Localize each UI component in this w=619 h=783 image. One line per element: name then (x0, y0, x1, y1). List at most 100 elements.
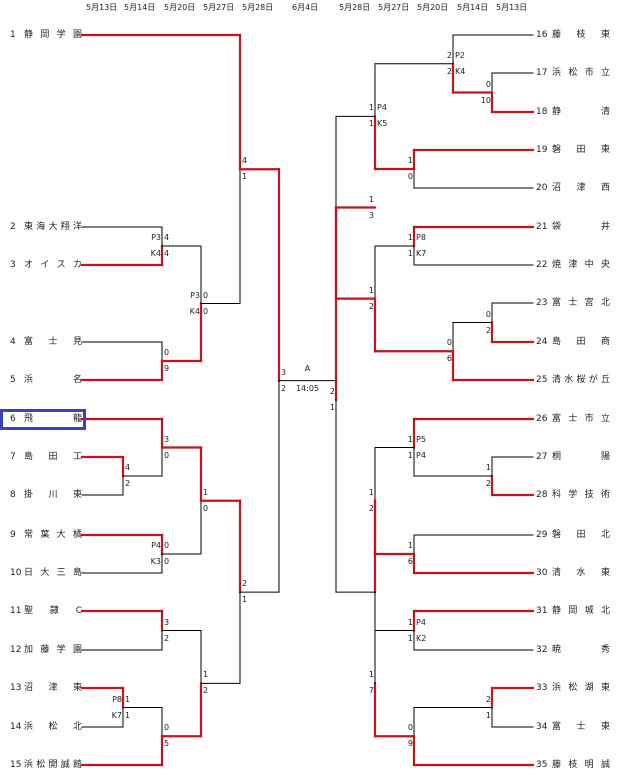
score-l_semi-top: 3 (281, 367, 287, 377)
team-number: 26 (536, 414, 548, 424)
score-r_33_35-bot: 9 (407, 739, 413, 749)
team-number: 11 (10, 606, 22, 616)
team-number: 29 (536, 530, 548, 540)
score-r_26_28-bot: 1 (407, 450, 413, 460)
score-r_27_28-top: 1 (485, 463, 491, 472)
team-name: オイスカ (24, 260, 82, 270)
score-l_13_15-top: 0 (164, 723, 170, 733)
score-r_21_25-top: 1 (368, 285, 374, 295)
team-number: 14 (10, 722, 22, 732)
team-right-28: 28 科学技術 (536, 488, 612, 502)
team-name: 清水東 (552, 568, 610, 578)
team-left-1: 1 静岡学園 (10, 28, 82, 42)
team-name: 浜松湖東 (552, 683, 610, 693)
score-l_6_15-top: 2 (242, 579, 248, 589)
score-r_33_34-top: 2 (485, 694, 491, 704)
team-number: 24 (536, 337, 548, 347)
team-name: 富士宮北 (552, 298, 610, 308)
score-r_16_18-pk-bot: K4 (455, 66, 466, 76)
score-l_4_5-top: 0 (164, 348, 170, 357)
team-name: 日大三島 (24, 568, 82, 578)
score-r_17_18-bot: 10 (480, 95, 491, 105)
score-r_semi-top: 2 (329, 386, 335, 396)
score-l_2_3-pk-bot: K4 (150, 249, 161, 258)
team-name: 藤枝東 (552, 30, 610, 40)
score-r_17_18-top: 0 (485, 79, 491, 89)
score-l_9_10-pk-top: P4 (151, 541, 161, 550)
score-l_13_15-bot: 5 (164, 739, 170, 749)
team-number: 1 (10, 30, 16, 40)
team-name: 静岡城北 (552, 606, 610, 616)
team-name: 科学技術 (552, 490, 610, 500)
score-r_semi-bot: 1 (329, 402, 335, 412)
team-name: 島田工 (24, 452, 82, 462)
final-time: 14:05 (295, 384, 320, 393)
date-right-r5: 5月28日 (339, 3, 371, 12)
team-name: 静岡学園 (24, 30, 82, 40)
score-r_26_30-top: 1 (368, 487, 374, 497)
score-r_21_22-pk-bot: K7 (416, 249, 427, 258)
team-name: 磐田東 (552, 145, 610, 155)
team-name: 常葉大橘 (24, 530, 82, 540)
score-r_26_28-top: 1 (407, 434, 413, 444)
team-number: 4 (10, 337, 16, 347)
score-l_7_8-bot: 2 (125, 479, 131, 488)
score-r_26_28-pk-top: P5 (416, 434, 426, 444)
score-r_21_22-top: 1 (407, 233, 413, 242)
score-l_1_3-top: 4 (242, 156, 248, 166)
score-l_3_5-bot: 0 (203, 306, 209, 316)
score-r_31_32-pk-bot: K2 (416, 633, 427, 643)
team-number: 28 (536, 490, 548, 500)
score-l_9_10-pk-bot: K3 (150, 557, 161, 566)
team-number: 6 (10, 414, 16, 424)
team-number: 34 (536, 722, 548, 732)
team-name: 島田商 (552, 337, 610, 347)
date-left-r5: 5月28日 (242, 3, 274, 12)
score-r_19_20-top: 1 (407, 156, 413, 165)
date-final: 6月4日 (292, 3, 319, 12)
date-right-r3: 5月20日 (417, 3, 449, 12)
score-r_18_19-top: 1 (368, 103, 374, 113)
team-name: 磐田北 (552, 530, 610, 540)
score-l_11_15-top: 1 (203, 670, 209, 680)
score-r_31_32-top: 1 (407, 617, 413, 627)
highlighted-team-box (0, 409, 86, 430)
score-r_31_35-bot: 7 (368, 686, 374, 696)
team-number: 16 (536, 30, 548, 40)
score-r_16_18-bot: 2 (446, 66, 452, 76)
score-l_2_3-top: 4 (164, 233, 170, 242)
team-name: 浜松開誠館 (24, 760, 82, 770)
team-number: 17 (536, 68, 548, 78)
team-number: 25 (536, 375, 548, 385)
score-l_4_5-bot: 9 (164, 364, 170, 373)
team-name: 加藤学園 (24, 645, 82, 655)
score-r_24_25-top: 0 (446, 338, 452, 348)
team-number: 10 (10, 568, 22, 578)
score-r_31_32-pk-top: P4 (416, 617, 426, 627)
score-r_21_22-pk-top: P8 (416, 233, 426, 242)
score-r_19_25-top: 1 (368, 194, 374, 204)
score-l_11_15-bot: 2 (203, 686, 209, 696)
team-name: 浜松北 (24, 722, 82, 732)
team-number: 20 (536, 183, 548, 193)
score-l_13_14-top: 1 (125, 694, 131, 704)
team-right-24: 24 島田商 (536, 335, 612, 349)
score-l_2_3-pk-top: P3 (151, 233, 161, 242)
